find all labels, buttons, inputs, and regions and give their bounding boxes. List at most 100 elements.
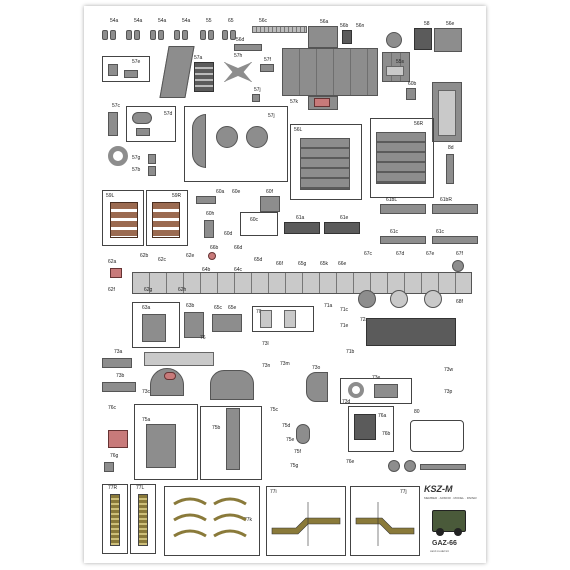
label-77L: 77L xyxy=(136,485,145,491)
part-56e xyxy=(434,28,462,52)
part-59R xyxy=(152,202,180,238)
label-73p: 73p xyxy=(444,389,453,395)
part-75c xyxy=(296,424,310,444)
label-80: 80 xyxy=(414,409,420,415)
label-60f: 60f xyxy=(266,189,273,195)
label-57j: 57j xyxy=(254,87,261,93)
strip-62-68 xyxy=(132,272,472,294)
part-61c-b xyxy=(432,236,478,244)
label-56n: 56n xyxy=(356,23,365,29)
label-73d: 73d xyxy=(342,399,351,405)
frame-77k xyxy=(164,486,260,556)
label-70: 70 xyxy=(256,309,262,315)
part-56d xyxy=(234,44,262,51)
label-65e: 65e xyxy=(228,305,237,311)
label-75d: 75d xyxy=(282,423,291,429)
label-56e: 56e xyxy=(446,21,455,27)
label-62f: 62f xyxy=(108,287,115,293)
label-73a: 73a xyxy=(114,349,123,355)
frame-75b xyxy=(200,406,262,480)
label-61c: 61c xyxy=(390,229,399,235)
label-58: 58 xyxy=(424,21,430,27)
part-57a xyxy=(159,46,195,98)
frame-63a xyxy=(132,302,180,348)
disc-67e xyxy=(424,290,442,308)
label-75e: 75e xyxy=(286,437,295,443)
part-63a xyxy=(142,314,166,342)
part-73-panel xyxy=(210,370,254,400)
part-wheel-2 xyxy=(404,460,416,472)
part-55s xyxy=(386,66,404,76)
frame-59L xyxy=(102,190,144,246)
label-61c: 61c xyxy=(436,229,445,235)
label-54a: 54a xyxy=(158,18,167,24)
label-77k: 77k xyxy=(244,517,253,523)
frame-59R xyxy=(146,190,188,246)
part-56n xyxy=(342,30,352,44)
part-57f xyxy=(260,64,274,72)
part-70-b xyxy=(284,310,296,328)
part-57a-grille xyxy=(194,62,214,92)
part-61a xyxy=(284,222,320,234)
frame-77i xyxy=(266,486,346,556)
part-56a-body xyxy=(282,48,378,96)
part-73a xyxy=(102,358,132,368)
part-61c xyxy=(380,236,426,244)
part-56R xyxy=(376,132,426,184)
part-wheel-1 xyxy=(388,460,400,472)
label-67d: 67d xyxy=(396,251,405,257)
part-76c xyxy=(108,430,128,448)
label-76e: 76e xyxy=(346,459,355,465)
label-75g: 75g xyxy=(290,463,299,469)
part-77j xyxy=(355,502,415,546)
label-66f: 66f xyxy=(276,261,283,267)
label-55s: 55s xyxy=(396,59,405,65)
part-59L xyxy=(110,202,138,238)
frame-77j xyxy=(350,486,420,556)
part-63b xyxy=(184,312,204,338)
label-77j: 77j xyxy=(400,489,407,495)
part-77L xyxy=(138,494,148,546)
part-75b xyxy=(226,408,240,470)
part-66b xyxy=(208,252,216,260)
label-62c: 62c xyxy=(158,257,167,263)
label-54a: 54a xyxy=(134,18,143,24)
part-57e xyxy=(108,64,118,76)
label-57f: 57f xyxy=(264,57,271,63)
part-73e xyxy=(348,382,364,398)
label-67c: 67c xyxy=(364,251,373,257)
part-57d-b xyxy=(136,128,150,136)
label-63b: 63b xyxy=(186,303,195,309)
part-56c xyxy=(252,26,307,33)
part-57e-b xyxy=(124,70,138,78)
label-76g: 76g xyxy=(110,453,119,459)
brand-model-sub: card model kit xyxy=(430,549,449,553)
label-57a: 57a xyxy=(194,55,203,61)
part-77k-arcs xyxy=(173,497,247,538)
label-66b: 66b xyxy=(210,245,219,251)
label-54a: 54a xyxy=(110,18,119,24)
label-57e: 57e xyxy=(132,59,141,65)
part-group-54a xyxy=(102,30,242,42)
part-73o xyxy=(306,372,328,402)
part-57h xyxy=(224,62,252,82)
part-76a xyxy=(354,414,376,440)
label-66e: 66e xyxy=(338,261,347,267)
label-56b: 56b xyxy=(340,23,349,29)
label-57g: 57g xyxy=(132,155,141,161)
label-59R: 59R xyxy=(172,193,182,199)
label-75b: 75b xyxy=(212,425,221,431)
part-62a xyxy=(110,268,122,278)
part-72a xyxy=(366,318,456,346)
part-large-cover-inner xyxy=(438,90,456,136)
label-61e: 61e xyxy=(340,215,349,221)
label-71c: 71c xyxy=(340,307,349,313)
label-71b: 71b xyxy=(346,349,355,355)
label-65g: 65g xyxy=(298,261,307,267)
disc-67d xyxy=(390,290,408,308)
label-61a: 61a xyxy=(296,215,305,221)
label-62b: 62b xyxy=(140,253,149,259)
part-56a xyxy=(308,26,338,48)
label-59L: 59L xyxy=(106,193,115,199)
part-73e-b xyxy=(374,384,398,398)
